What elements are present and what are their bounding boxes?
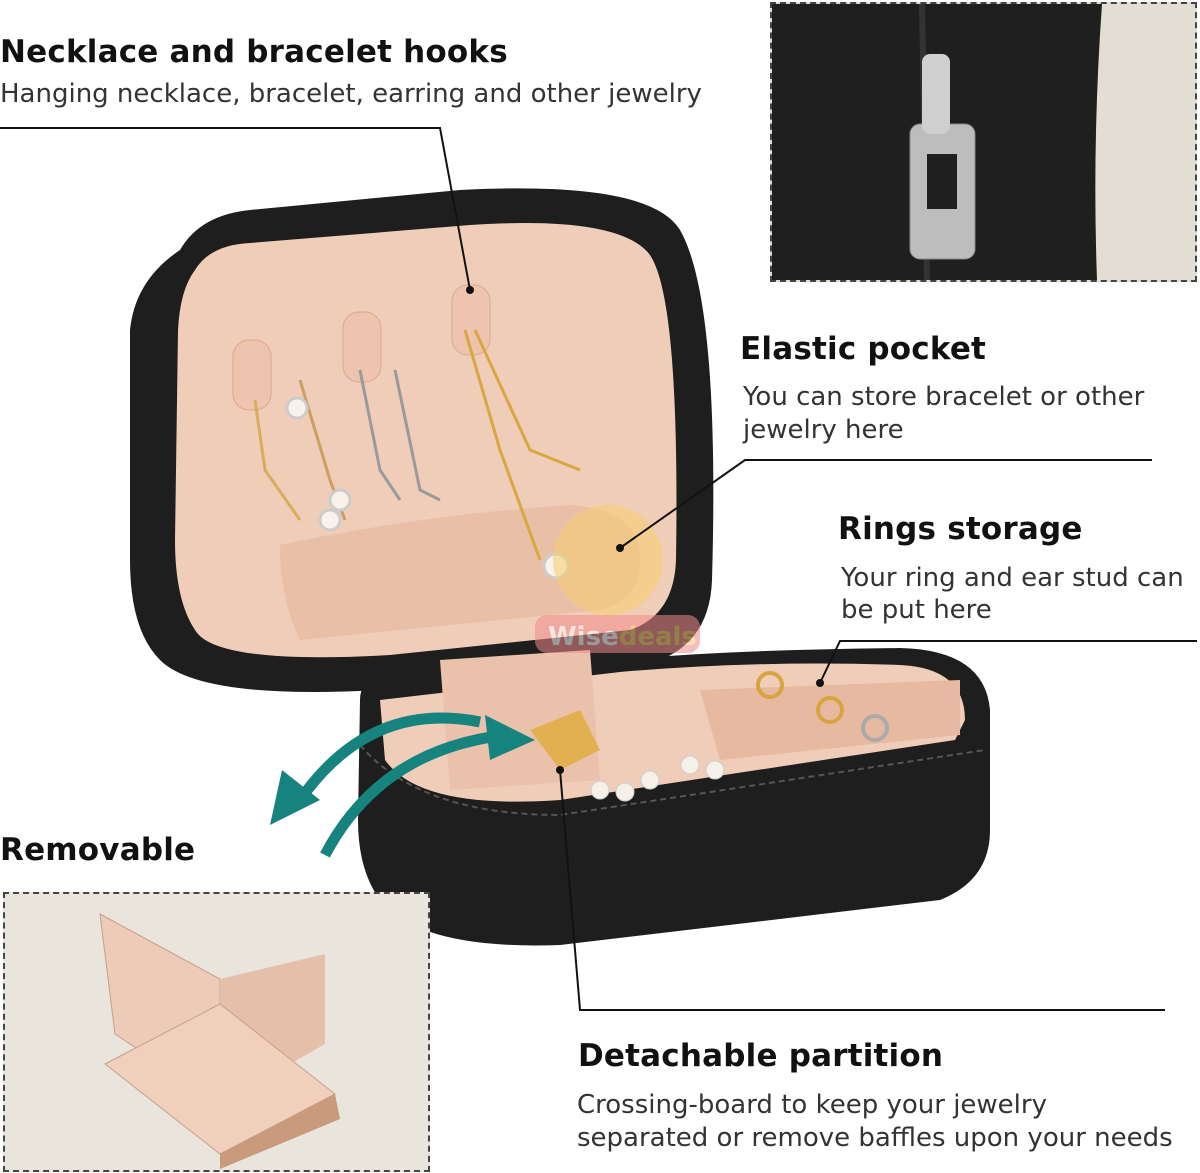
zipper-closeup-inset — [770, 2, 1197, 282]
partition-image — [99, 913, 340, 1169]
watermark-logo: Wisedeals — [535, 505, 700, 653]
feature-desc-elastic-pocket-1: You can store bracelet or other — [743, 382, 1145, 412]
case-base — [358, 648, 990, 946]
svg-text:Wisedeals: Wisedeals — [548, 622, 697, 652]
zipper-pull-image — [772, 4, 1102, 280]
feature-title-rings-storage: Rings storage — [838, 511, 1083, 547]
feature-desc-rings-1: Your ring and ear stud can — [841, 563, 1184, 593]
arrow-head-left-icon — [270, 770, 320, 825]
feature-title-hooks: Necklace and bracelet hooks — [0, 34, 508, 70]
feature-desc-partition-1: Crossing-board to keep your jewelry — [577, 1090, 1047, 1120]
feature-desc-partition-2: separated or remove baffles upon your ne… — [577, 1123, 1173, 1153]
case-lid — [130, 188, 714, 693]
feature-title-partition: Detachable partition — [578, 1038, 944, 1074]
removable-arrows — [295, 712, 506, 858]
partition-closeup-inset — [3, 892, 430, 1172]
jewelry-pieces — [530, 671, 889, 802]
feature-title-elastic-pocket: Elastic pocket — [740, 331, 987, 367]
leader-lines — [0, 127, 1197, 1011]
feature-desc-rings-2: be put here — [841, 595, 992, 625]
feature-desc-hooks: Hanging necklace, bracelet, earring and … — [0, 79, 702, 109]
feature-desc-elastic-pocket-2: jewelry here — [743, 415, 904, 445]
arrow-head-right-icon — [485, 715, 535, 760]
feature-title-removable: Removable — [0, 832, 196, 868]
